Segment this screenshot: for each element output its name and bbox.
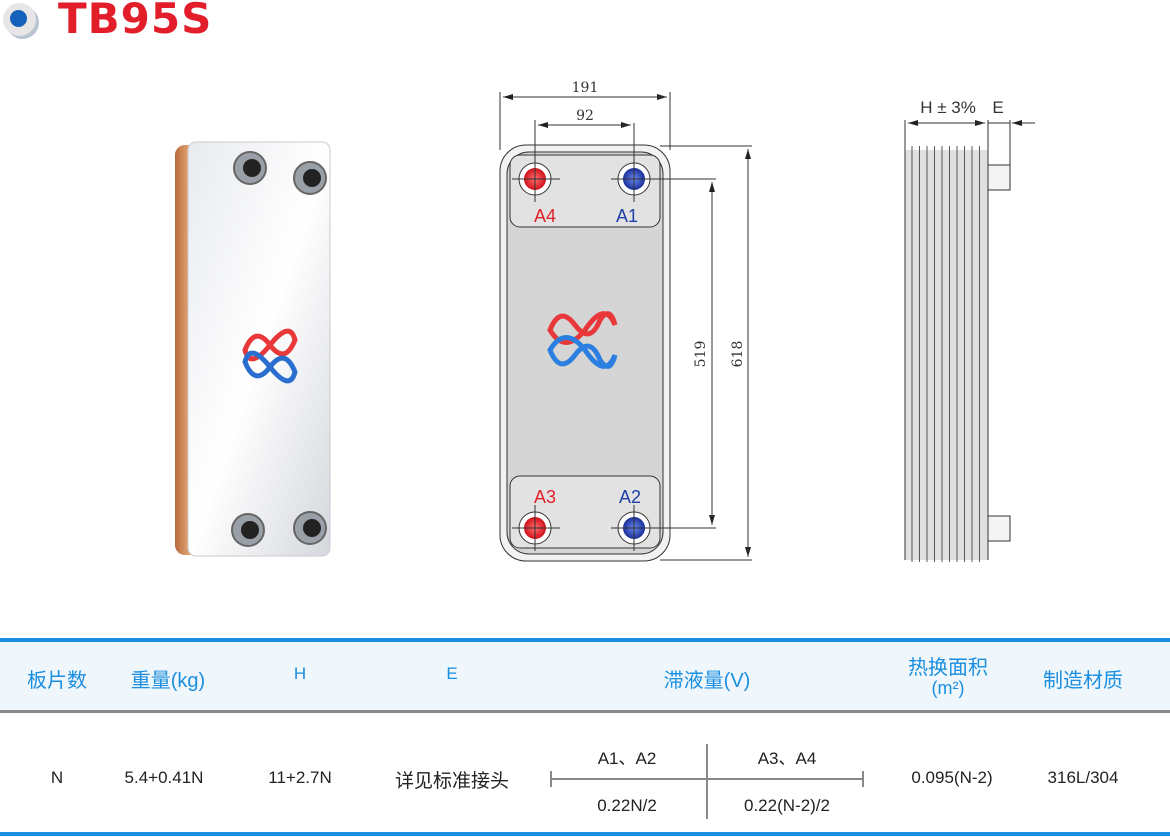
table-header-divider xyxy=(0,710,1170,713)
table-top-border xyxy=(0,638,1170,642)
port-a1-label: A1 xyxy=(616,206,638,226)
cell-volume-right-value: 0.22(N-2)/2 xyxy=(744,796,830,815)
cell-volume-right-label: A3、A4 xyxy=(757,749,817,768)
header-plates: 板片数 xyxy=(27,670,87,692)
dim-port-spacing-label: 92 xyxy=(576,108,594,124)
header-e: E xyxy=(446,664,458,683)
cell-weight: 5.4+0.41N xyxy=(124,768,204,787)
side-view-drawing: H ± 3% E xyxy=(904,98,1035,562)
header-h: H xyxy=(293,664,307,683)
port-a3-label: A3 xyxy=(534,487,556,507)
cell-material: 316L/304 xyxy=(1047,768,1119,787)
header-area-unit: (m²) xyxy=(931,678,965,698)
volume-divider-cap-left xyxy=(550,771,552,787)
cell-area: 0.095(N-2) xyxy=(911,768,993,787)
dim-port-height-label: 519 xyxy=(693,341,709,368)
side-h-label: H ± 3% xyxy=(920,98,976,117)
cell-volume-left-value: 0.22N/2 xyxy=(597,796,657,815)
product-drawings: 191 92 519 618 A4 A1 A3 A2 H ± 3% E xyxy=(175,80,1035,562)
cell-plates: N xyxy=(50,768,64,787)
cell-h: 11+2.7N xyxy=(268,768,332,787)
header-weight: 重量(kg) xyxy=(130,670,206,692)
table-bottom-border xyxy=(0,832,1170,836)
volume-divider-cap-right xyxy=(862,771,864,787)
title-bullet-icon xyxy=(3,3,36,36)
dim-width-label: 191 xyxy=(572,80,599,96)
cell-volume-left-label: A1、A2 xyxy=(597,749,657,768)
header-volume: 滞液量(V) xyxy=(663,670,751,692)
dim-height-label: 618 xyxy=(730,341,746,368)
header-area: 热换面积 xyxy=(908,657,988,679)
port-a2-label: A2 xyxy=(619,487,641,507)
side-e-label: E xyxy=(992,98,1003,117)
page-title: TB95S xyxy=(58,0,213,43)
volume-divider-v xyxy=(706,744,708,819)
front-view-drawing xyxy=(499,92,752,562)
product-photo xyxy=(175,141,331,557)
table-header-bg xyxy=(0,642,1170,710)
cell-e: 详见标准接头 xyxy=(394,771,510,792)
header-material: 制造材质 xyxy=(1043,670,1123,692)
port-a4-label: A4 xyxy=(534,206,556,226)
